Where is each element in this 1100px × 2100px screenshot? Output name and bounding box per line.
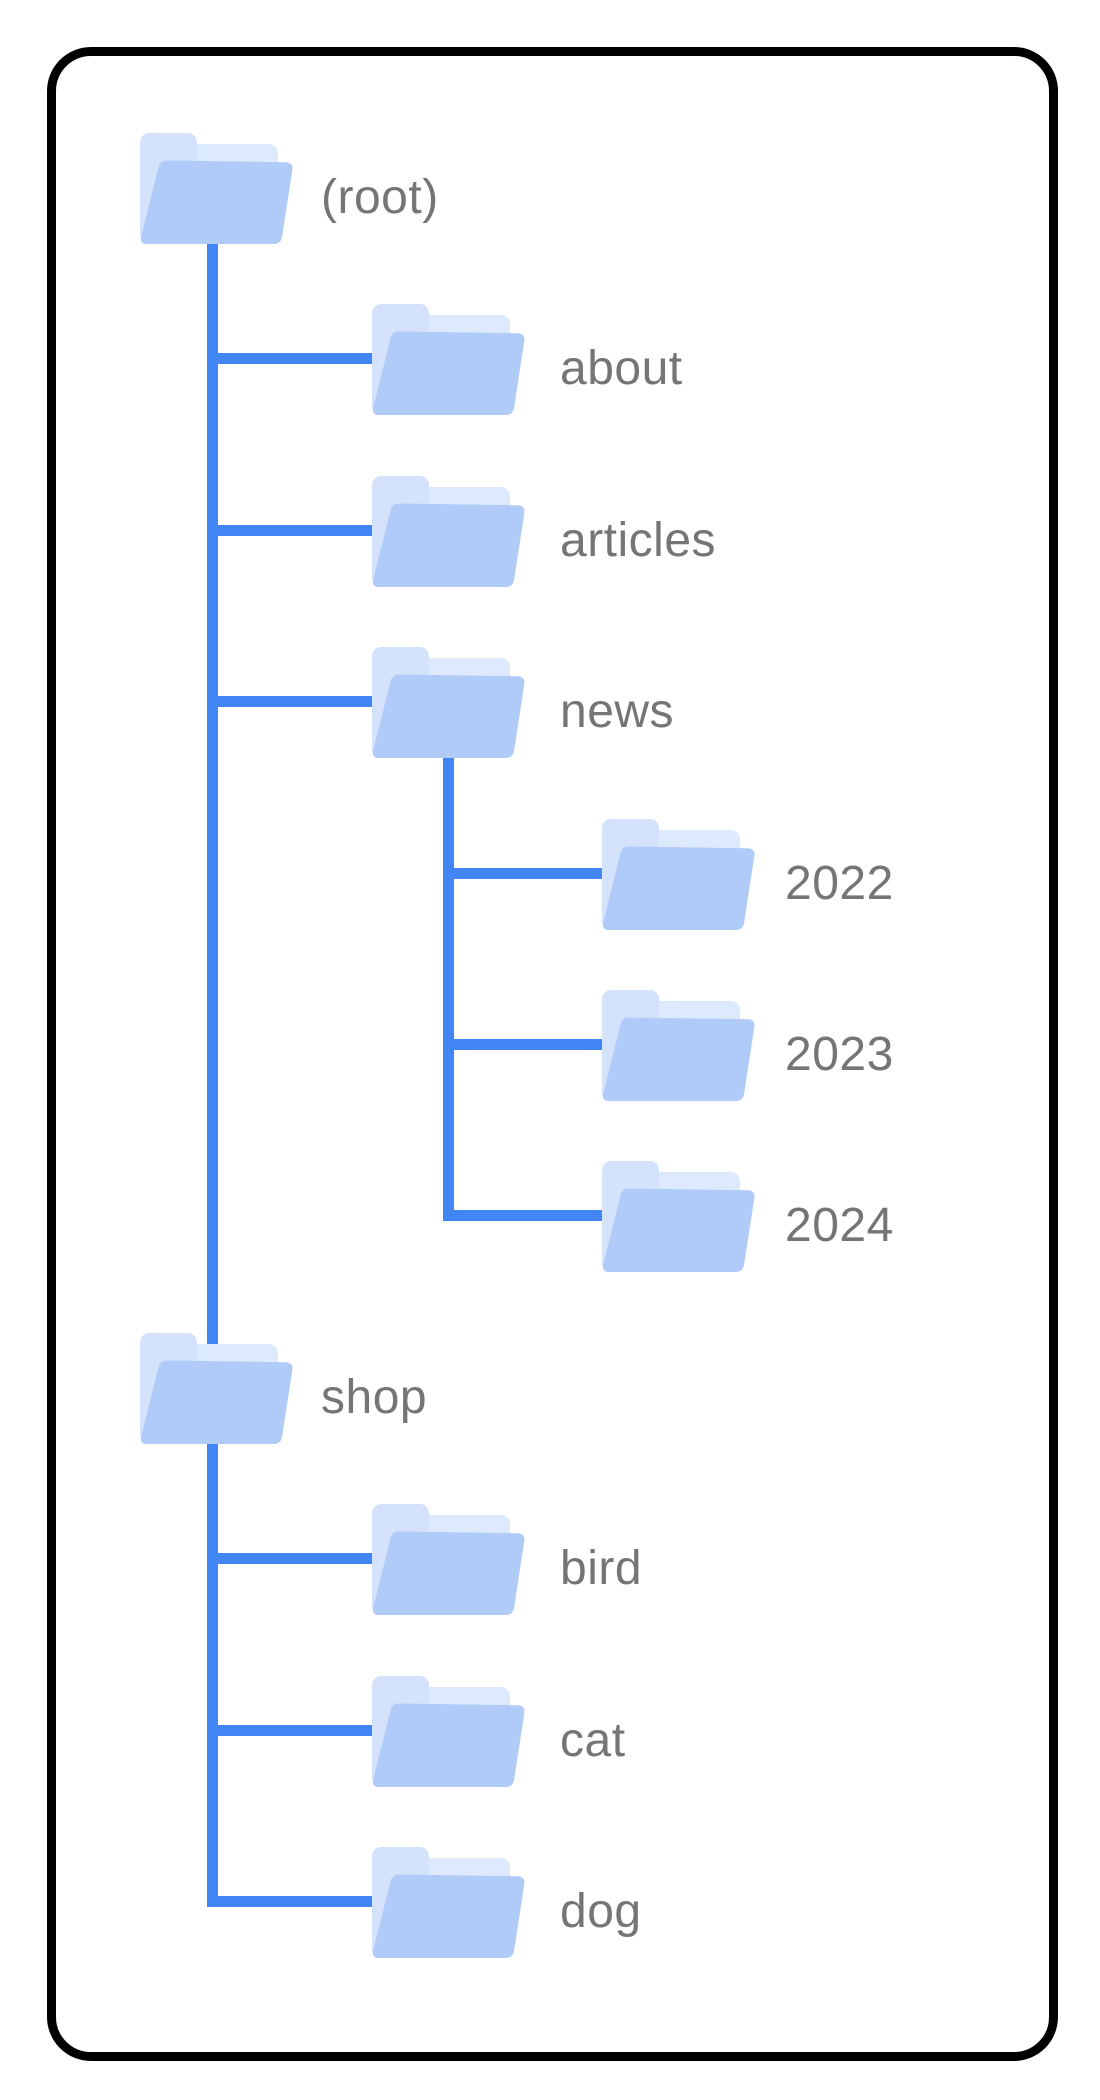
diagram-card <box>47 47 1058 2061</box>
tree-node-label-2024: 2024 <box>785 1199 894 1252</box>
folder-icon <box>140 133 293 244</box>
tree-node-label-about: about <box>560 342 683 395</box>
connector-branch-news <box>207 696 372 707</box>
connector-branch-articles <box>207 525 372 536</box>
tree-node-label-2023: 2023 <box>785 1028 894 1081</box>
folder-icon <box>372 1504 525 1615</box>
connector-branch-2023 <box>443 1039 602 1050</box>
tree-node-label-news: news <box>560 685 675 738</box>
connector-branch-bird <box>207 1553 372 1564</box>
tree-node-label-shop: shop <box>321 1371 428 1424</box>
folder-icon <box>602 1161 755 1272</box>
folder-icon <box>372 304 525 415</box>
connector-trunk-root <box>207 244 218 1907</box>
folder-icon <box>140 1333 293 1444</box>
connector-branch-2024 <box>443 1210 602 1221</box>
folder-icon <box>372 1847 525 1958</box>
tree-node-label-2022: 2022 <box>785 857 894 910</box>
connector-branch-dog <box>207 1896 372 1907</box>
tree-node-label-bird: bird <box>560 1542 643 1595</box>
connector-branch-cat <box>207 1725 372 1736</box>
connector-branch-about <box>207 353 372 364</box>
folder-icon <box>602 819 755 930</box>
tree-node-label-cat: cat <box>560 1714 626 1767</box>
folder-icon <box>602 990 755 1101</box>
folder-icon <box>372 1676 525 1787</box>
tree-node-label-articles: articles <box>560 514 717 567</box>
folder-icon <box>372 647 525 758</box>
folder-icon <box>372 476 525 587</box>
connector-branch-2022 <box>443 868 602 879</box>
tree-node-label-root: (root) <box>321 171 439 224</box>
connector-trunk-news <box>443 758 454 1221</box>
tree-node-label-dog: dog <box>560 1885 642 1938</box>
